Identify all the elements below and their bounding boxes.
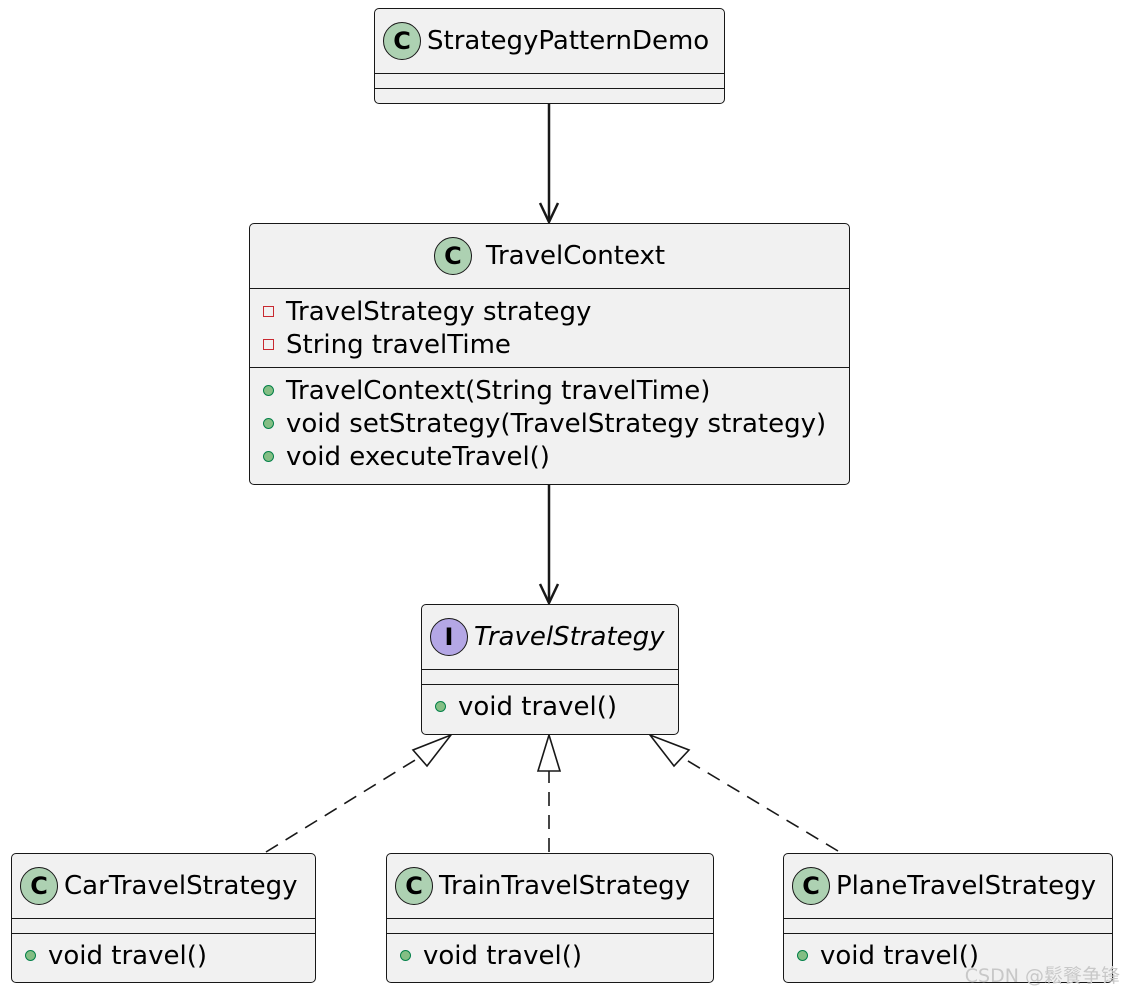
method-text: void travel()	[458, 691, 617, 722]
fields-section	[422, 670, 678, 684]
methods-section: TravelContext(String travelTime) void se…	[250, 368, 849, 479]
method-text: void executeTravel()	[286, 441, 550, 472]
fields-section: TravelStrategy strategy String travelTim…	[250, 289, 849, 367]
class-plane-travel-strategy[interactable]: C PlaneTravelStrategy void travel()	[783, 853, 1113, 983]
public-visibility-icon	[263, 385, 274, 396]
methods-section: void travel()	[12, 934, 315, 972]
field-text: String travelTime	[286, 329, 511, 360]
field-travel-time: String travelTime	[250, 328, 849, 361]
realization-triangle-plane	[647, 733, 691, 768]
public-visibility-icon	[435, 701, 446, 712]
class-header: C PlaneTravelStrategy	[784, 854, 1112, 918]
divider	[375, 73, 724, 74]
fields-section	[387, 919, 713, 933]
divider	[422, 669, 678, 670]
realization-car-strategy	[265, 748, 434, 853]
method-set-strategy: void setStrategy(TravelStrategy strategy…	[250, 407, 849, 440]
class-header: C TravelContext	[250, 224, 849, 288]
methods-section: void travel()	[422, 685, 678, 723]
method-text: void travel()	[423, 940, 582, 971]
divider	[422, 684, 678, 685]
watermark-text: CSDN @鬆餮争锋	[964, 965, 1120, 987]
class-stereotype-icon: C	[395, 867, 433, 905]
methods-section: void travel()	[784, 934, 1112, 972]
class-car-travel-strategy[interactable]: C CarTravelStrategy void travel()	[11, 853, 316, 983]
divider	[12, 933, 315, 934]
divider	[784, 918, 1112, 919]
method-text: TravelContext(String travelTime)	[286, 375, 711, 406]
method-execute-travel: void executeTravel()	[250, 440, 849, 473]
public-visibility-icon	[263, 451, 274, 462]
divider	[250, 288, 849, 289]
method-travel: void travel()	[784, 939, 1112, 972]
class-header: C TrainTravelStrategy	[387, 854, 713, 918]
divider	[387, 918, 713, 919]
private-visibility-icon	[263, 306, 274, 317]
class-stereotype-icon: C	[20, 867, 58, 905]
class-header: C StrategyPatternDemo	[375, 9, 724, 73]
method-text: void setStrategy(TravelStrategy strategy…	[286, 408, 827, 439]
divider	[375, 88, 724, 89]
method-constructor: TravelContext(String travelTime)	[250, 374, 849, 407]
realization-triangle-car	[411, 733, 454, 768]
class-stereotype-icon: C	[383, 22, 421, 60]
class-name: TravelContext	[485, 241, 666, 271]
methods-section: void travel()	[387, 934, 713, 972]
interface-travel-strategy[interactable]: I TravelStrategy void travel()	[421, 604, 679, 735]
interface-name: TravelStrategy	[474, 622, 665, 652]
divider	[12, 918, 315, 919]
public-visibility-icon	[263, 418, 274, 429]
divider	[784, 933, 1112, 934]
field-strategy: TravelStrategy strategy	[250, 295, 849, 328]
method-text: void travel()	[820, 940, 979, 971]
method-travel: void travel()	[422, 690, 678, 723]
method-text: void travel()	[48, 940, 207, 971]
public-visibility-icon	[400, 950, 411, 961]
realization-triangle-train	[536, 732, 562, 772]
arrowhead-demo-context	[538, 202, 560, 225]
class-name: CarTravelStrategy	[64, 871, 298, 901]
class-travel-context[interactable]: C TravelContext TravelStrategy strategy …	[249, 223, 850, 485]
class-stereotype-icon: C	[792, 867, 830, 905]
arrowhead-context-strategy	[538, 583, 560, 606]
divider	[250, 367, 849, 368]
class-train-travel-strategy[interactable]: C TrainTravelStrategy void travel()	[386, 853, 714, 983]
public-visibility-icon	[797, 950, 808, 961]
class-name: TrainTravelStrategy	[439, 871, 691, 901]
class-name: StrategyPatternDemo	[427, 26, 710, 56]
class-strategy-pattern-demo[interactable]: C StrategyPatternDemo	[374, 8, 725, 104]
class-header: I TravelStrategy	[422, 605, 678, 669]
method-travel: void travel()	[12, 939, 315, 972]
field-text: TravelStrategy strategy	[286, 296, 592, 327]
class-stereotype-icon: C	[433, 237, 472, 275]
fields-section	[784, 919, 1112, 933]
interface-stereotype-icon: I	[430, 618, 468, 656]
public-visibility-icon	[25, 950, 36, 961]
fields-section	[12, 919, 315, 933]
class-name: PlaneTravelStrategy	[836, 871, 1096, 901]
private-visibility-icon	[263, 339, 274, 350]
class-header: C CarTravelStrategy	[12, 854, 315, 918]
method-travel: void travel()	[387, 939, 713, 972]
fields-section	[375, 74, 724, 88]
realization-plane-strategy	[667, 748, 839, 852]
divider	[387, 933, 713, 934]
